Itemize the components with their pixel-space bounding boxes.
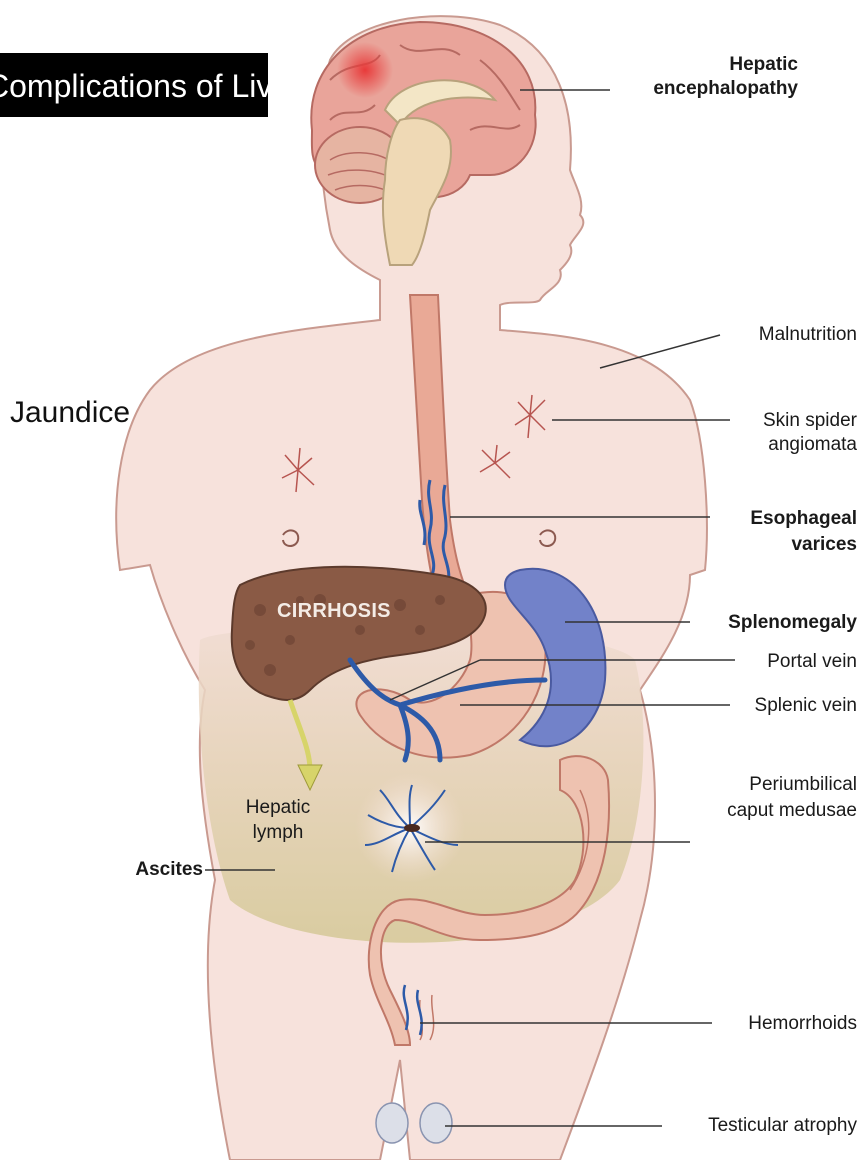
label-encephalopathy: encephalopathy — [612, 78, 798, 100]
label-skin-spider: Skin spider — [730, 410, 857, 432]
label-angiomata: angiomata — [730, 434, 857, 456]
page-title: Complications of Liver Cirrhosis — [0, 69, 268, 103]
label-hepatic-lymph-2: lymph — [238, 822, 318, 844]
title-banner: Complications of Liver Cirrhosis — [0, 53, 268, 117]
label-splenic-vein: Splenic vein — [730, 695, 857, 717]
testis-right — [420, 1103, 452, 1143]
label-hemorrhoids: Hemorrhoids — [712, 1013, 857, 1035]
jaundice-label: Jaundice — [10, 396, 130, 430]
label-testicular-atrophy: Testicular atrophy — [662, 1115, 857, 1137]
label-cirrhosis: CIRRHOSIS — [277, 600, 391, 623]
label-ascites: Ascites — [100, 859, 203, 881]
label-periumbilical: Periumbilical — [690, 774, 857, 796]
label-varices: varices — [710, 534, 857, 556]
label-portal-vein: Portal vein — [735, 651, 857, 673]
label-esophageal: Esophageal — [710, 508, 857, 530]
label-splenomegaly: Splenomegaly — [690, 612, 857, 634]
label-hepatic-lymph-1: Hepatic — [238, 797, 318, 819]
label-malnutrition: Malnutrition — [720, 324, 857, 346]
label-caput-medusae: caput medusae — [690, 800, 857, 822]
label-hepatic: Hepatic — [612, 54, 798, 76]
testis-left — [376, 1103, 408, 1143]
